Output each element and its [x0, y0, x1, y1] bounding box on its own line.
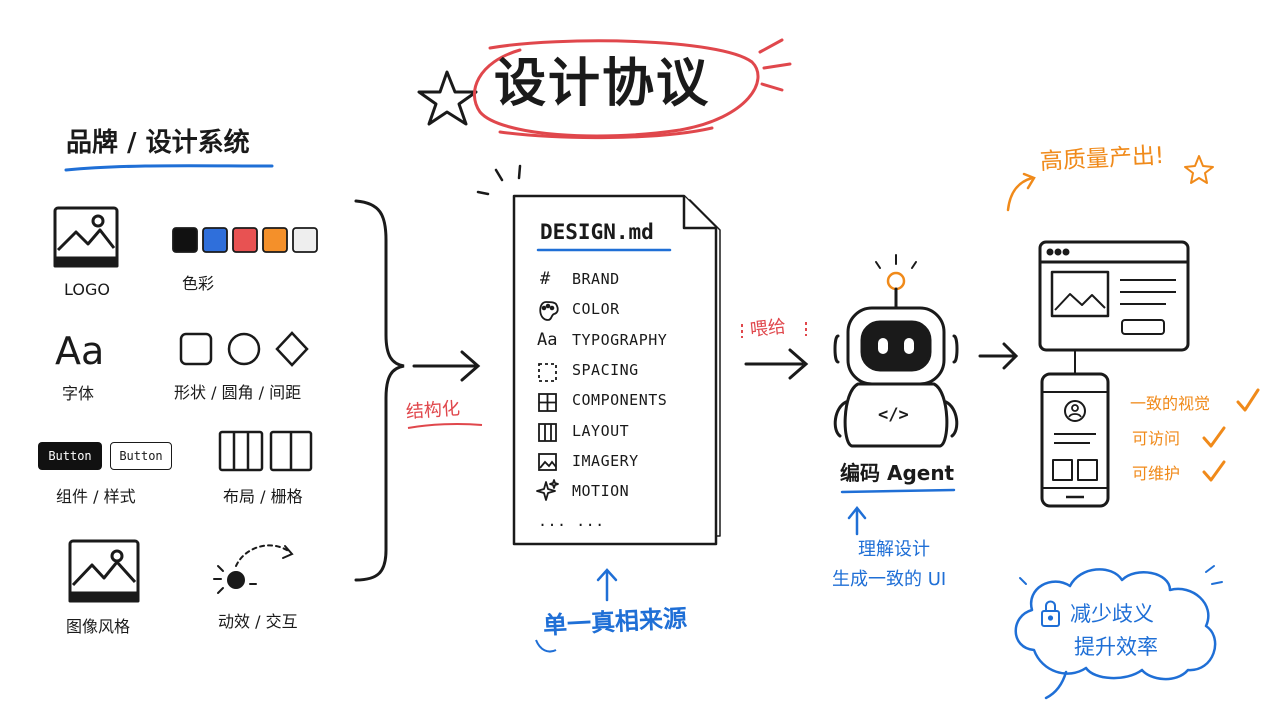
doc-section-label: SPACING: [572, 360, 639, 379]
doc-section-label: MOTION: [572, 482, 630, 501]
doc-footer-label: 单一真相来源: [542, 604, 688, 640]
shape-icons: [179, 331, 309, 367]
arrow2-label: 喂给: [748, 316, 787, 341]
font-sample: Aa: [55, 329, 105, 373]
title-spark-marks: [758, 38, 792, 92]
browser-window-icon: [1038, 240, 1190, 352]
arrow-structure: [412, 350, 481, 382]
doc-section-label: TYPOGRAPHY: [572, 330, 668, 349]
heading-underline: [64, 164, 274, 172]
palette-icon: [539, 301, 559, 321]
headline-arrow: [1006, 176, 1034, 212]
label-components: 组件 / 样式: [56, 487, 136, 506]
arrow1-label: 结构化: [405, 398, 461, 423]
color-swatch: [202, 227, 228, 253]
motion-icon: [213, 544, 294, 594]
sample-button-outline: Button: [110, 442, 172, 470]
headline-star-icon: [1184, 155, 1214, 184]
cloud-spark-marks: [1019, 565, 1223, 585]
diamond-icon: [275, 331, 309, 367]
label-shape: 形状 / 圆角 / 间距: [174, 383, 302, 402]
check-icon: [1236, 388, 1260, 412]
imagery-image-icon: [68, 539, 140, 603]
label-color: 色彩: [182, 274, 215, 293]
agent-note-line1: 理解设计: [858, 539, 930, 560]
check-label-3: 可维护: [1132, 464, 1181, 483]
arrow1-label-underline: [407, 423, 483, 429]
doc-section-label: COLOR: [572, 300, 620, 319]
color-swatch: [262, 227, 288, 253]
color-swatch: [172, 227, 198, 253]
doc-section-label: COMPONENTS: [572, 391, 668, 410]
logo-image-icon: [53, 206, 119, 268]
label-motion: 动效 / 交互: [218, 612, 298, 631]
label-layout: 布局 / 栅格: [223, 487, 303, 506]
label-logo: LOGO: [64, 280, 110, 299]
doc-section-icon: Aa: [537, 329, 558, 350]
robot-icon: [833, 254, 959, 448]
check-label-2: 可访问: [1132, 429, 1181, 448]
arrow-feed: [744, 348, 809, 380]
feed-label-marks: [741, 322, 807, 338]
cloud-tail: [1044, 670, 1068, 700]
color-swatch: [232, 227, 258, 253]
checkmarks: [1202, 388, 1260, 482]
grid-icons: [218, 430, 313, 472]
cloud-line2: 提升效率: [1074, 635, 1158, 659]
color-swatches: [172, 227, 318, 253]
curly-brace: [354, 199, 405, 582]
agent-label: 编码 Agent: [840, 461, 955, 485]
doc-section-icon: #: [540, 269, 551, 289]
headline-arrow-head: [1022, 172, 1036, 190]
doc-section-label: LAYOUT: [572, 421, 630, 440]
label-font: 字体: [62, 384, 95, 403]
ssot-decoration: [535, 639, 557, 653]
sample-button-filled: Button: [38, 442, 102, 470]
left-heading: 品牌 / 设计系统: [66, 128, 250, 158]
cloud-shape: [1014, 568, 1217, 681]
title-highlight-loop: [472, 39, 760, 140]
arrow-up-agent: [847, 505, 867, 536]
imagery-icon: [538, 453, 557, 471]
doc-section-label: ... ...: [538, 512, 605, 531]
layout-icon: [538, 423, 557, 442]
design-doc: [512, 194, 721, 546]
doc-spark-marks: [476, 164, 522, 196]
spacing-icon: [538, 363, 557, 382]
lock-icon: [1041, 600, 1060, 627]
cloud-line1: 减少歧义: [1070, 602, 1154, 626]
check-icon: [1202, 426, 1226, 448]
main-title: 设计协议: [494, 54, 711, 114]
robot-code-glyph: </>: [878, 405, 909, 425]
doc-title: DESIGN.md: [540, 220, 654, 244]
agent-note-line2: 生成一致的 UI: [832, 569, 947, 590]
check-icon: [1202, 460, 1226, 482]
circle-icon: [227, 332, 261, 366]
star-icon: [417, 70, 478, 126]
check-label-1: 一致的视觉: [1130, 394, 1211, 413]
phone-icon: [1040, 372, 1110, 508]
agent-label-underline: [840, 488, 956, 494]
color-swatch: [292, 227, 318, 253]
arrow-up-doc: [596, 568, 618, 602]
sparkle-icon: [536, 479, 559, 501]
square-icon: [179, 332, 213, 366]
label-imagery: 图像风格: [66, 617, 131, 636]
arrow-output: [978, 342, 1019, 370]
doc-section-label: BRAND: [572, 270, 620, 288]
doc-section-label: IMAGERY: [572, 451, 639, 470]
components-icon: [538, 393, 557, 412]
